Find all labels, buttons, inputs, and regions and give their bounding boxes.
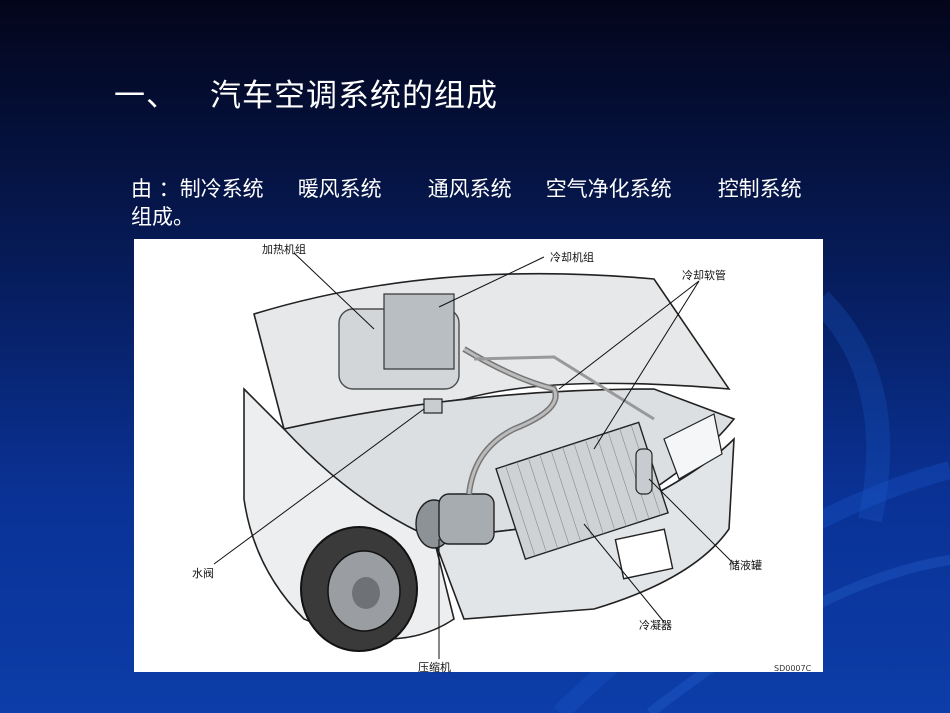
- car-illustration: [213, 252, 736, 659]
- subtitle-item: 暖风系统: [297, 177, 382, 201]
- subtitle-prefix: 由 ：: [131, 177, 180, 201]
- subtitle-item: 空气净化系统: [545, 177, 672, 201]
- label-heater-unit: 加热机组: [262, 243, 306, 256]
- label-receiver: 储液罐: [729, 559, 762, 572]
- subtitle-item: 制冷系统: [179, 177, 264, 201]
- label-cooling-unit: 冷却机组: [550, 251, 594, 264]
- subtitle-suffix: 组成。: [131, 205, 194, 229]
- subtitle-item: 控制系统: [717, 177, 802, 201]
- ac-system-diagram: 加热机组 冷却机组 冷却软管 水阀 储液罐 冷凝器 压缩机 SD0007C: [134, 239, 823, 674]
- label-water-valve: 水阀: [192, 567, 214, 580]
- title-text: 汽车空调系统的组成: [210, 78, 498, 114]
- title-number: 一、: [114, 78, 178, 114]
- page-title: 一、汽车空调系统的组成: [114, 70, 498, 115]
- subtitle-item: 通风系统: [427, 177, 512, 201]
- label-condenser: 冷凝器: [639, 619, 672, 632]
- label-compressor: 压缩机: [418, 661, 451, 674]
- subtitle: 由 ：制冷系统 暖风系统 通风系统 空气净化系统 控制系统 组成。: [131, 175, 891, 231]
- label-cooling-hose: 冷却软管: [682, 269, 726, 282]
- figure-code: SD0007C: [774, 664, 812, 673]
